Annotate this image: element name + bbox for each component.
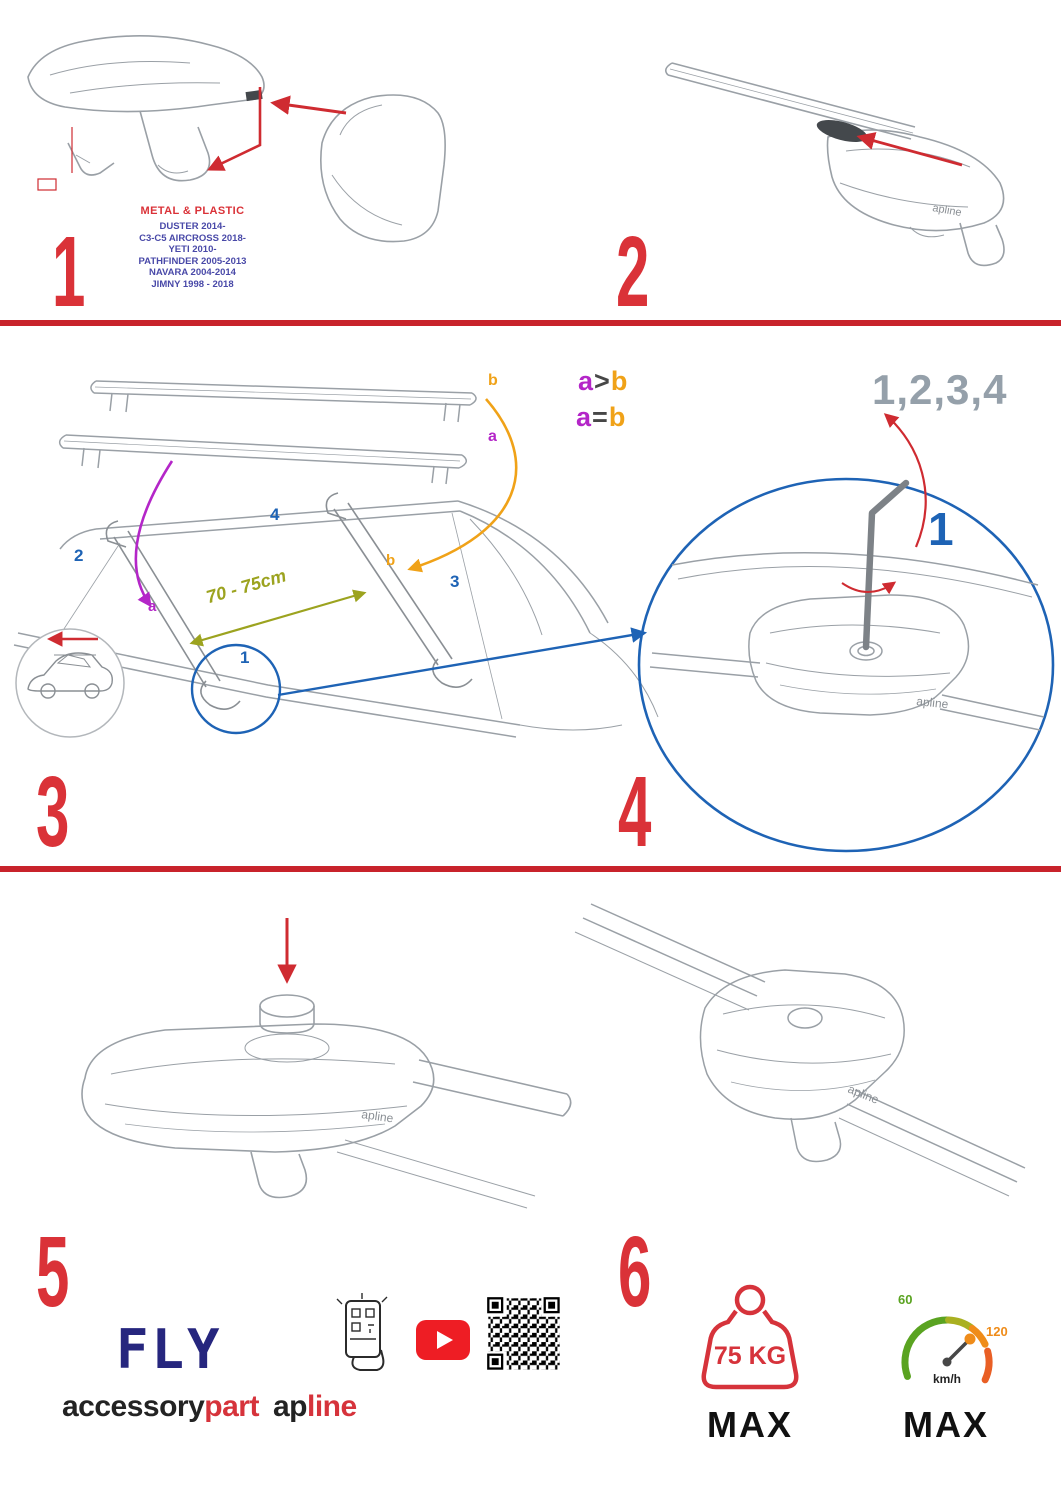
sequence-highlight-1: 1 xyxy=(928,503,954,555)
roof-label-a: a xyxy=(148,598,157,615)
roof-label-b: b xyxy=(386,552,396,569)
step-number-1: 1 xyxy=(52,216,85,328)
step-number-4: 4 xyxy=(618,756,651,868)
model-line: YETI 2010- xyxy=(168,244,217,255)
legend-gt: > xyxy=(594,366,611,396)
legend-a: a xyxy=(576,402,593,432)
bar-socket xyxy=(816,120,868,142)
model-line: DUSTER 2014- xyxy=(159,221,226,232)
speed-max-label: MAX xyxy=(903,1404,989,1445)
gauge-unit-label: km/h xyxy=(932,1372,961,1386)
zoom-circle xyxy=(637,477,1055,853)
turn-arrow xyxy=(841,581,897,595)
zoom-connector-arrow xyxy=(277,627,648,697)
section-divider-top xyxy=(0,320,1061,326)
position-label-2: 2 xyxy=(74,546,84,565)
model-line: NAVARA 2004-2014 xyxy=(149,267,236,278)
step-number-3: 3 xyxy=(36,756,69,868)
position-label-4: 4 xyxy=(270,505,280,524)
legend-a: a xyxy=(578,366,595,396)
max-weight-value: 75 KG xyxy=(713,1342,787,1370)
max-weight-icon xyxy=(701,1284,799,1390)
step5-knob-diagram: apline xyxy=(81,918,572,1209)
step6-mounted-foot-diagram: apline xyxy=(574,903,1026,1197)
guide-curve-b xyxy=(407,398,518,573)
legend-eq: = xyxy=(592,402,609,432)
foot-brand-text: apline xyxy=(916,694,950,711)
scan-qr-phone-icon xyxy=(336,1293,388,1371)
step3-roof-layout-diagram xyxy=(13,380,659,738)
foot-brand-text: apline xyxy=(361,1107,395,1125)
step-number-5: 5 xyxy=(36,1216,69,1328)
youtube-icon xyxy=(416,1320,470,1360)
brand-accessory: accessory xyxy=(62,1390,205,1423)
model-line: C3-C5 AIRCROSS 2018- xyxy=(139,232,246,244)
legend-a-eq-b: a=b xyxy=(576,402,626,433)
guide-curve-a xyxy=(134,460,174,608)
section-divider-bottom xyxy=(0,866,1061,872)
sequence-arrow xyxy=(883,413,927,548)
weight-max-label: MAX xyxy=(707,1404,793,1445)
foot-brand-text: apline xyxy=(931,202,962,219)
gauge-high-label: 120 xyxy=(986,1324,1008,1339)
brand-line: line xyxy=(307,1390,357,1423)
bar-label-a: a xyxy=(488,428,497,445)
step1-arrows xyxy=(37,87,347,191)
car-direction-icon xyxy=(15,628,125,738)
model-line: JIMNY 1998 - 2018 xyxy=(151,278,234,290)
product-name: FLY xyxy=(116,1318,223,1381)
material-label: METAL & PLASTIC xyxy=(140,205,245,217)
distance-arrow xyxy=(189,589,367,647)
bar-label-b: b xyxy=(488,372,498,389)
model-line: PATHFINDER 2005-2013 xyxy=(138,255,247,267)
speedometer-needle xyxy=(945,1339,970,1364)
position-label-3: 3 xyxy=(450,572,460,591)
foot-logo-plate xyxy=(245,89,263,102)
allen-key xyxy=(862,479,910,651)
step2-bar-insert-diagram: apline xyxy=(664,62,1005,267)
position-label-1: 1 xyxy=(240,648,250,667)
speedometer-icon xyxy=(901,1316,993,1384)
step-number-6: 6 xyxy=(618,1216,651,1328)
step1-foot-cover-diagram xyxy=(27,35,446,243)
tighten-sequence-label: 1,2,3,4 xyxy=(872,366,1008,413)
brand-part: part xyxy=(204,1390,259,1423)
legend-b: b xyxy=(608,402,627,432)
brand-ap: ap xyxy=(272,1390,308,1423)
foot-callout-circle xyxy=(190,643,282,735)
step4-zoom-diagram: apline xyxy=(637,413,1055,853)
vehicle-model-list: DUSTER 2014- C3-C5 AIRCROSS 2018- YETI 2… xyxy=(105,221,280,290)
step-number-2: 2 xyxy=(616,216,649,328)
legend-a-gt-b: a>b xyxy=(578,366,628,397)
step2-insert-arrow xyxy=(856,132,963,167)
qr-code xyxy=(486,1296,562,1372)
legend-b: b xyxy=(610,366,629,396)
gauge-low-label: 60 xyxy=(898,1292,913,1307)
